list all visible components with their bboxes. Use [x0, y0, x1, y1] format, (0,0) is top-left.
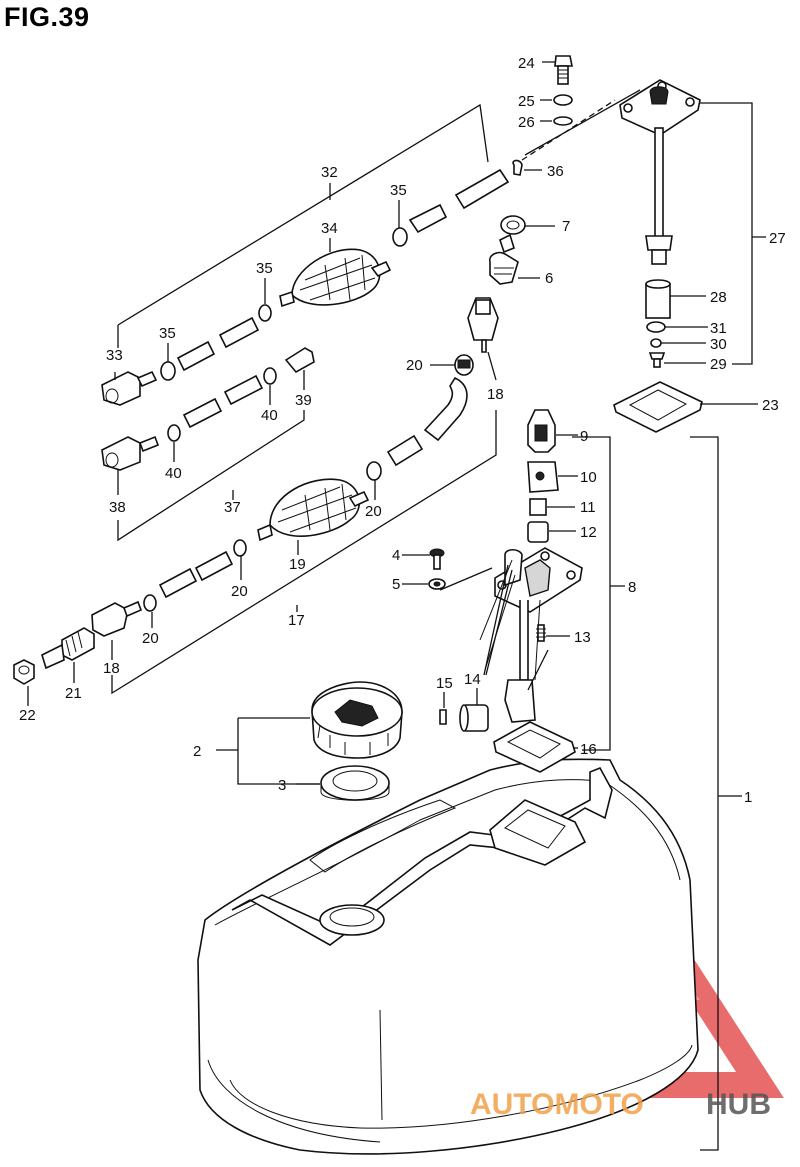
- callout-21: 21: [65, 685, 82, 702]
- callout-37: 37: [224, 499, 241, 516]
- callout-32: 32: [321, 164, 338, 181]
- callout-10: 10: [580, 469, 597, 486]
- callout-22: 22: [19, 707, 36, 724]
- callout-25: 25: [518, 93, 535, 110]
- callout-8: 8: [628, 579, 636, 596]
- callout-26: 26: [518, 114, 535, 131]
- gauge-window: [529, 498, 547, 516]
- washer-31: [646, 321, 666, 333]
- clip-15: [439, 709, 447, 725]
- callout-7: 7: [562, 218, 570, 235]
- connector-18-upper: [467, 297, 499, 353]
- fuel-gauge-assembly: [479, 547, 583, 723]
- callout-18-upper: 18: [487, 386, 504, 403]
- callout-9: 9: [580, 428, 588, 445]
- fuel-tank: [197, 758, 699, 1155]
- callout-35-c: 35: [159, 325, 176, 342]
- tank-connector-6: [488, 233, 519, 285]
- gauge-gasket-16: [493, 721, 576, 773]
- callout-17: 17: [288, 612, 305, 629]
- leader-lines: [27, 61, 766, 1151]
- washer-25: [553, 94, 573, 106]
- gauge-cover: [527, 409, 556, 453]
- callout-39: 39: [295, 392, 312, 409]
- screw-4: [429, 548, 445, 570]
- callout-24: 24: [518, 55, 535, 72]
- callout-36: 36: [547, 163, 564, 180]
- callout-34: 34: [321, 220, 338, 237]
- callout-29: 29: [710, 356, 727, 373]
- vent-gasket: [613, 381, 703, 433]
- callout-11: 11: [580, 499, 596, 516]
- callout-33: 33: [106, 347, 123, 364]
- filler-cap: [311, 681, 403, 759]
- screw-29: [648, 352, 666, 368]
- float: [459, 704, 489, 732]
- callout-20-b: 20: [365, 503, 382, 520]
- vent-part-28: [645, 279, 671, 319]
- callout-35-b: 35: [256, 260, 273, 277]
- cap-gasket: [320, 765, 390, 801]
- callout-35-a: 35: [390, 182, 407, 199]
- callout-3: 3: [278, 777, 286, 794]
- callout-15: 15: [436, 675, 453, 692]
- callout-1: 1: [744, 789, 752, 806]
- bolt-24: [554, 55, 573, 85]
- callout-20-c: 20: [231, 583, 248, 600]
- callout-20-d: 20: [142, 630, 159, 647]
- figure-title: FIG.39: [4, 2, 90, 32]
- middle-hose-assembly: [101, 347, 315, 471]
- callout-20-a: 20: [406, 357, 423, 374]
- callout-40-a: 40: [261, 407, 278, 424]
- watermark-text-part1: AUTOMOTO: [470, 1088, 644, 1121]
- watermark-text: AUTOMOTO HUB: [470, 1088, 771, 1121]
- callout-30: 30: [710, 336, 727, 353]
- watermark-text-part2: HUB: [706, 1088, 771, 1121]
- callout-2: 2: [193, 743, 201, 760]
- callout-16: 16: [580, 741, 597, 758]
- upper-hose-assembly: [101, 168, 510, 406]
- callout-31: 31: [710, 320, 727, 337]
- gauge-plate: [527, 461, 559, 493]
- vent-assembly: [619, 79, 701, 265]
- washer-5: [428, 578, 446, 590]
- clip-36: [512, 159, 523, 176]
- callout-5: 5: [392, 576, 400, 593]
- callout-19: 19: [289, 556, 306, 573]
- callout-numbers: 1 2 3 4 5 6 7 8 9 10 11 12 13 14 15 16 1…: [19, 55, 786, 806]
- washer-26: [553, 116, 573, 126]
- callout-28: 28: [710, 289, 727, 306]
- callout-27: 27: [769, 230, 786, 247]
- callout-14: 14: [464, 671, 481, 688]
- callout-38: 38: [109, 499, 126, 516]
- o-ring-7: [500, 215, 526, 235]
- gauge-gasket: [527, 521, 549, 543]
- screw-13: [536, 624, 546, 642]
- callout-6: 6: [545, 270, 553, 287]
- callout-12: 12: [580, 524, 597, 541]
- callout-13: 13: [574, 629, 591, 646]
- callout-18-lower: 18: [103, 660, 120, 677]
- callout-4: 4: [392, 547, 400, 564]
- lower-hose-assembly: [13, 354, 474, 685]
- washer-30: [650, 338, 662, 348]
- callout-23: 23: [762, 397, 779, 414]
- callout-40-b: 40: [165, 465, 182, 482]
